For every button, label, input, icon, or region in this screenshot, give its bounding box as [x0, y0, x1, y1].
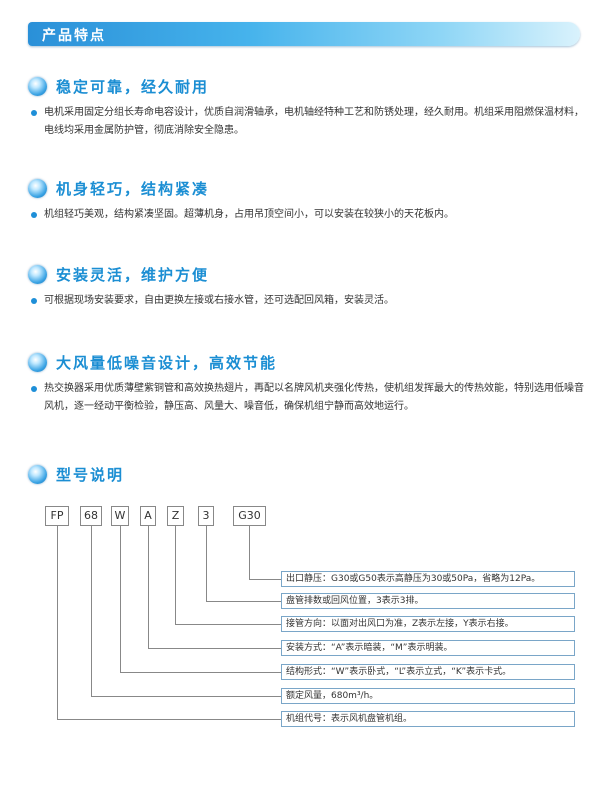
- model-code-z: Z: [167, 506, 184, 526]
- feature-section-efficiency: 大风量低噪音设计，高效节能 热交换器采用优质薄壁紫铜管和高效换热翅片，再配以名牌…: [28, 352, 588, 416]
- bullet-dot-icon: [31, 212, 37, 218]
- feature-section-installation: 安装灵活，维护方便 可根据现场安装要求，自由更换左接或右接水管，还可选配回风箱，…: [28, 264, 588, 310]
- model-code-68: 68: [80, 506, 102, 526]
- section-text: 机组轻巧美观，结构紧凑坚固。超薄机身，占用吊顶空间小，可以安装在较狭小的天花板内…: [44, 209, 454, 220]
- connector-line: [91, 696, 281, 697]
- connector-line: [148, 648, 281, 649]
- section-title: 机身轻巧，结构紧凑: [56, 180, 210, 198]
- section-text: 电机采用固定分组长寿命电容设计，优质自润滑轴承，电机轴经特种工艺和防锈处理，经久…: [44, 107, 584, 136]
- model-code-w: W: [111, 506, 129, 526]
- bullet-dot-icon: [31, 386, 37, 392]
- connector-line: [57, 719, 281, 720]
- desc-coil-rows: 盘管排数或回风位置，3表示3排。: [281, 593, 575, 609]
- desc-rated-airflow: 额定风量，680m³/h。: [281, 688, 575, 704]
- desc-pipe-direction: 接管方向：以面对出风口为准，Z表示左接，Y表示右接。: [281, 616, 575, 632]
- model-code-3: 3: [198, 506, 214, 526]
- section-title: 型号说明: [56, 466, 125, 484]
- blue-orb-icon: [28, 353, 47, 372]
- section-banner: 产品特点: [28, 22, 580, 46]
- desc-install-type: 安装方式：“A”表示暗装，“M”表示明装。: [281, 640, 575, 656]
- section-body: 热交换器采用优质薄壁紫铜管和高效换热翅片，再配以名牌风机夹强化传热，使机组发挥最…: [28, 380, 588, 416]
- section-text: 可根据现场安装要求，自由更换左接或右接水管，还可选配回风箱，安装灵活。: [44, 295, 394, 306]
- desc-unit-code: 机组代号：表示风机盘管机组。: [281, 711, 575, 727]
- section-body: 机组轻巧美观，结构紧凑坚固。超薄机身，占用吊顶空间小，可以安装在较狭小的天花板内…: [28, 206, 588, 224]
- model-code-g30: G30: [233, 506, 266, 526]
- connector-line: [206, 526, 207, 602]
- section-body: 可根据现场安装要求，自由更换左接或右接水管，还可选配回风箱，安装灵活。: [28, 292, 588, 310]
- connector-line: [249, 526, 250, 580]
- banner-title: 产品特点: [42, 28, 106, 44]
- connector-line: [120, 526, 121, 673]
- blue-orb-icon: [28, 465, 47, 484]
- blue-orb-icon: [28, 265, 47, 284]
- feature-section-compact: 机身轻巧，结构紧凑 机组轻巧美观，结构紧凑坚固。超薄机身，占用吊顶空间小，可以安…: [28, 178, 588, 224]
- model-code-a: A: [140, 506, 156, 526]
- section-title: 大风量低噪音设计，高效节能: [56, 354, 278, 372]
- connector-line: [249, 579, 281, 580]
- blue-orb-icon: [28, 77, 47, 96]
- connector-line: [206, 601, 281, 602]
- bullet-dot-icon: [31, 298, 37, 304]
- feature-section-stability: 稳定可靠，经久耐用 电机采用固定分组长寿命电容设计，优质自润滑轴承，电机轴经特种…: [28, 76, 588, 140]
- section-heading: 稳定可靠，经久耐用: [28, 76, 588, 98]
- model-code-fp: FP: [45, 506, 69, 526]
- connector-line: [57, 526, 58, 720]
- blue-orb-icon: [28, 179, 47, 198]
- desc-structure-type: 结构形式：“W”表示卧式，“L”表示立式，“K”表示卡式。: [281, 664, 575, 680]
- bullet-dot-icon: [31, 110, 37, 116]
- section-heading: 大风量低噪音设计，高效节能: [28, 352, 588, 374]
- section-title: 安装灵活，维护方便: [56, 266, 210, 284]
- connector-line: [175, 624, 281, 625]
- connector-line: [120, 672, 281, 673]
- section-text: 热交换器采用优质薄壁紫铜管和高效换热翅片，再配以名牌风机夹强化传热，使机组发挥最…: [44, 383, 584, 412]
- connector-line: [175, 526, 176, 625]
- model-explanation-section: 型号说明: [28, 464, 588, 486]
- section-body: 电机采用固定分组长寿命电容设计，优质自润滑轴承，电机轴经特种工艺和防锈处理，经久…: [28, 104, 588, 140]
- section-heading: 机身轻巧，结构紧凑: [28, 178, 588, 200]
- connector-line: [148, 526, 149, 649]
- section-title: 稳定可靠，经久耐用: [56, 78, 210, 96]
- section-heading: 安装灵活，维护方便: [28, 264, 588, 286]
- desc-outlet-pressure: 出口静压：G30或G50表示高静压为30或50Pa，省略为12Pa。: [281, 571, 575, 587]
- section-heading: 型号说明: [28, 464, 588, 486]
- connector-line: [91, 526, 92, 697]
